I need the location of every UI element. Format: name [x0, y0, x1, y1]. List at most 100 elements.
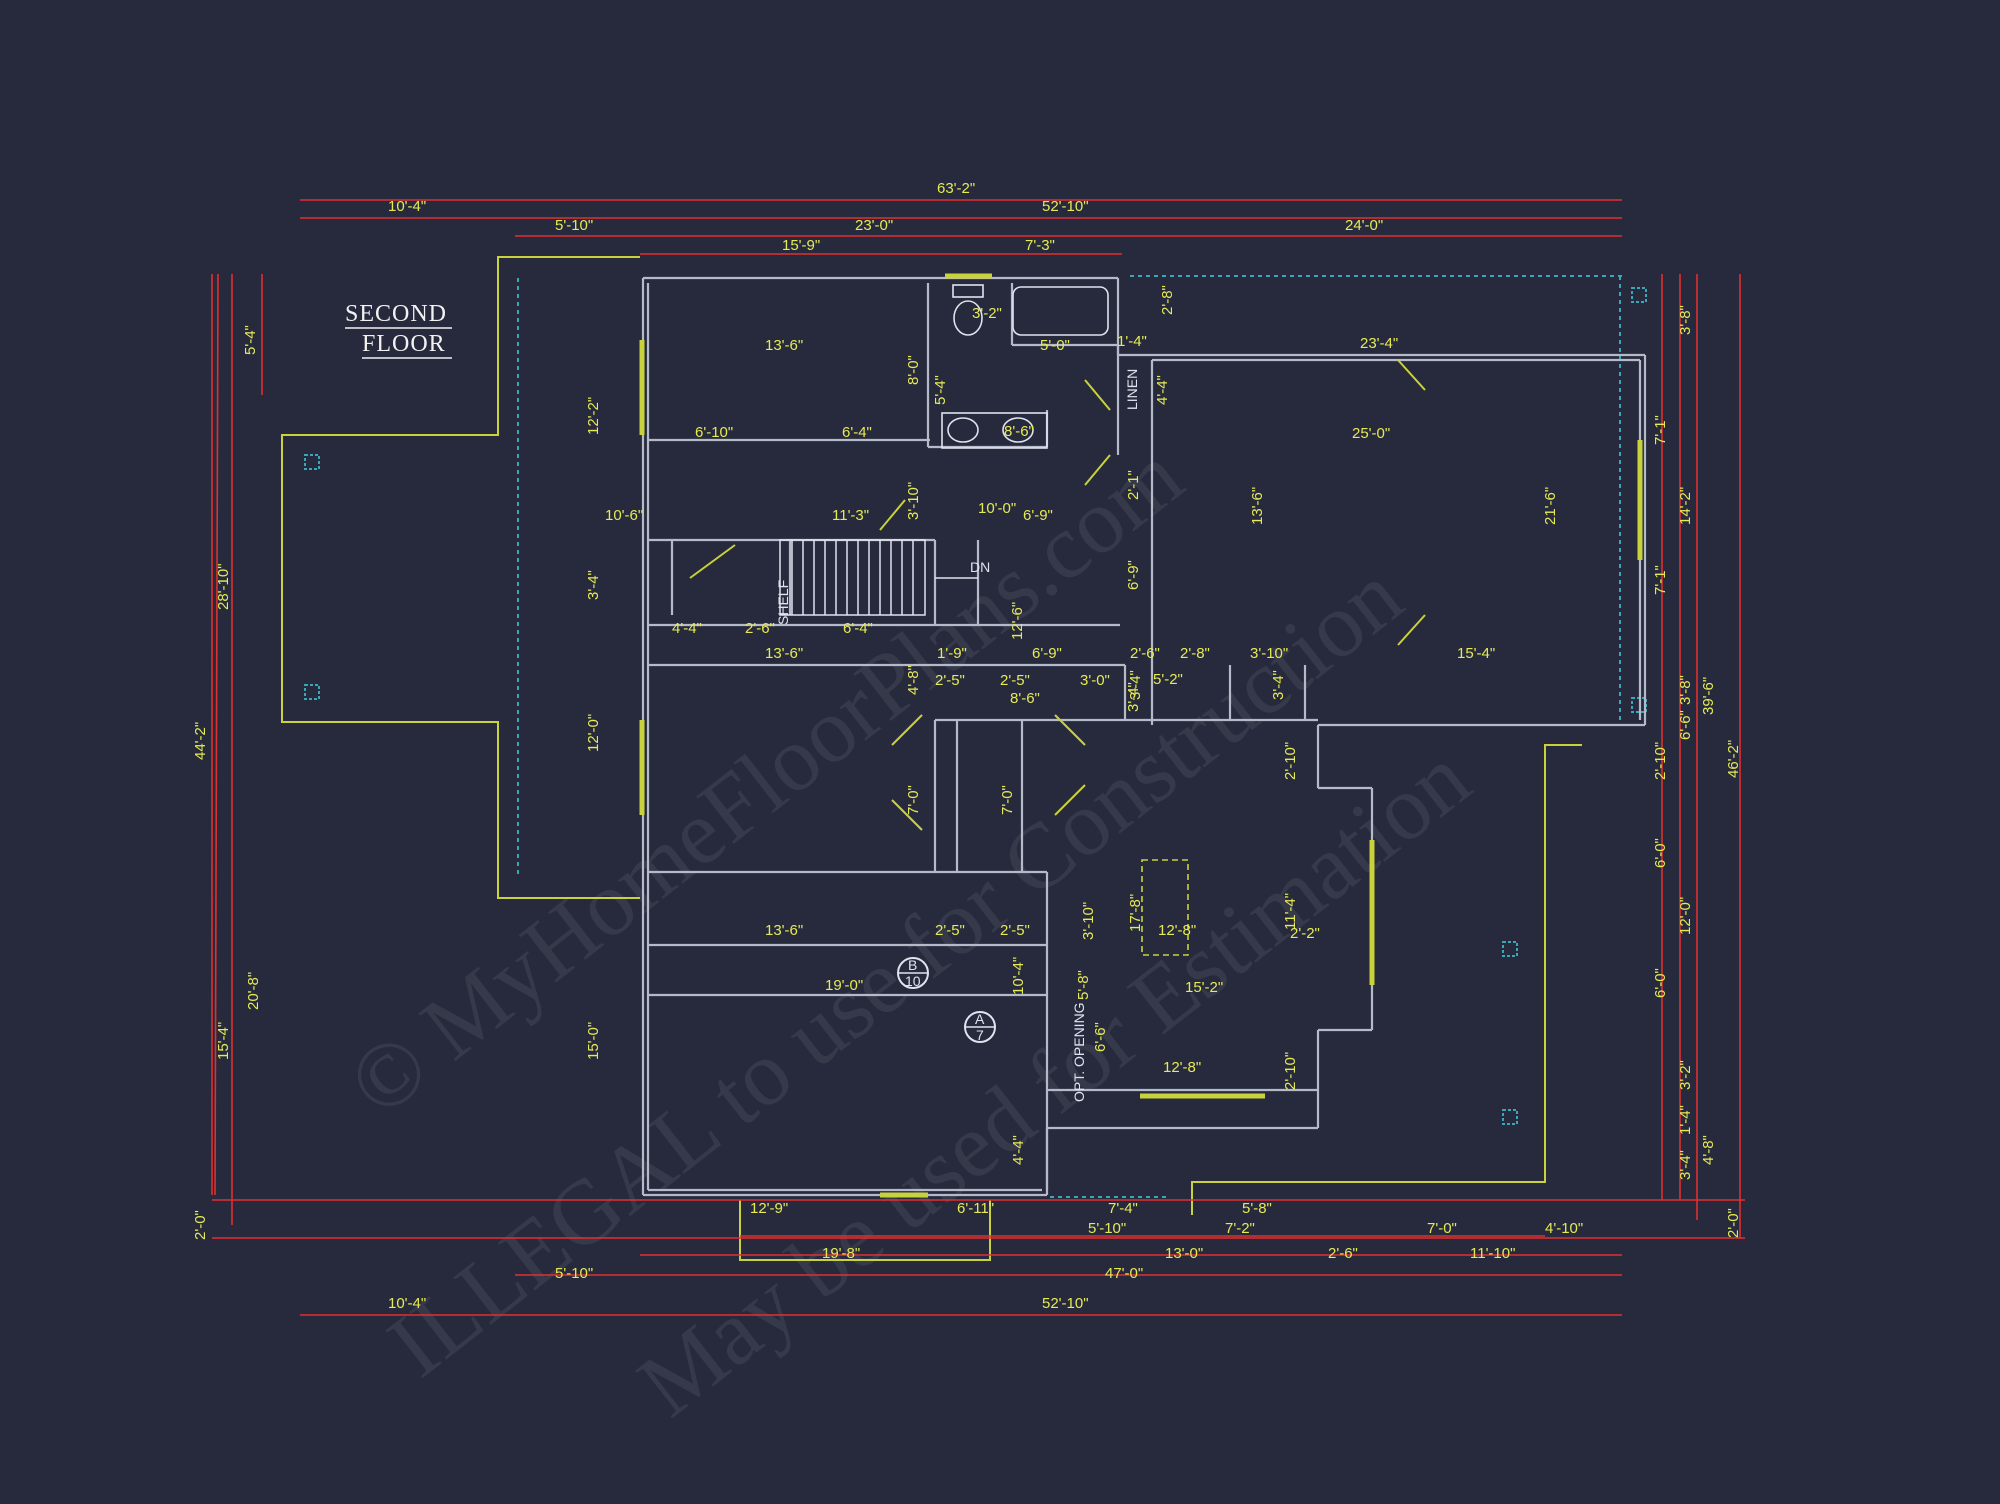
dimension-label-bottom: 6'-11": [957, 1200, 994, 1217]
dimension-label-interior: 17'-8": [1127, 894, 1144, 932]
dimension-label-bottom: 7'-4": [1108, 1200, 1138, 1217]
dimension-label-bottom: 11'-10": [1470, 1245, 1515, 1262]
dimension-label-interior: 10'-6": [605, 507, 643, 524]
dimension-label-bottom: 13'-0": [1165, 1245, 1203, 1262]
door-leaf: [1397, 614, 1426, 646]
roof-drain-marker: [304, 454, 320, 470]
dimension-label-top: 52'-10": [1042, 198, 1089, 215]
dimension-label-interior: 4'-4": [1154, 375, 1171, 405]
dimension-label-interior: 11'-4": [1282, 893, 1299, 930]
dimension-label-bottom: 5'-8": [1242, 1200, 1272, 1217]
dimension-label-right: 46'-2": [1725, 740, 1742, 778]
dimension-label-right: 3'-2": [1677, 1060, 1694, 1090]
roof-drain-marker: [304, 684, 320, 700]
dimension-label-interior: 6'-10": [695, 424, 733, 441]
dimension-labels: 63'-2"10'-4"52'-10"5'-10"23'-0"24'-0"15'…: [192, 180, 1742, 1312]
dimension-label-right: 6'-6": [1677, 710, 1694, 740]
dimension-label-left: 15'-4": [215, 1022, 232, 1060]
shelf-label: SHELF: [775, 580, 791, 625]
dimension-label-interior: 19'-0": [825, 977, 863, 994]
dimension-label-right: 39'-6": [1700, 677, 1717, 715]
dimension-label-interior: 8'-0": [905, 355, 922, 385]
dimension-label-bottom: 2'-6": [1328, 1245, 1358, 1262]
dimension-label-interior: 4'-8": [905, 665, 922, 695]
dimension-label-interior: 2'-5": [1000, 922, 1030, 939]
dimension-label-right: 3'-8": [1677, 675, 1694, 705]
roof-outline-left: [281, 256, 640, 899]
dimension-label-interior: 13'-6": [1249, 487, 1266, 525]
staircase: [779, 539, 978, 616]
section-marker-a: A 7: [964, 1011, 996, 1043]
dimension-label-bottom: 4'-10": [1545, 1220, 1583, 1237]
dimension-label-bottom: 7'-2": [1225, 1220, 1255, 1237]
door-leaf: [879, 499, 906, 531]
dimension-label-interior: 6'-9": [1032, 645, 1062, 662]
dimension-label-interior: 6'-4": [842, 424, 872, 441]
dimension-label-bottom: 47'-0": [1105, 1265, 1143, 1282]
dimension-label-interior: 3'-4": [1270, 670, 1287, 700]
dimension-label-right: 2'-0": [1725, 1208, 1742, 1238]
section-marker-b: B 10: [897, 957, 929, 989]
dimension-label-interior: 8'-6": [1010, 690, 1040, 707]
dimension-label-interior: 3'-10": [1080, 902, 1097, 940]
dimension-label-interior: 13'-6": [765, 645, 803, 662]
bath-dimension-label: 10'-0": [978, 500, 1016, 517]
dimension-label-interior: 2'-10": [1282, 1052, 1299, 1090]
linen-closet-label: LINEN: [1124, 369, 1140, 410]
dimension-label-interior: 5'-2": [1153, 671, 1183, 688]
dimension-label-top: 63'-2": [937, 180, 975, 197]
dimension-label-right: 14'-2": [1677, 487, 1694, 525]
dimension-label-interior: 23'-4": [1360, 335, 1398, 352]
dimension-label-top: 7'-3": [1025, 237, 1055, 254]
dimension-label-interior: 7'-0": [999, 785, 1016, 815]
dimension-label-right: 3'-4": [1677, 1150, 1694, 1180]
dimension-label-bottom: 5'-10": [1088, 1220, 1126, 1237]
dimension-label-interior: 2'-5": [935, 672, 965, 689]
dimension-label-interior: 15'-2": [1185, 979, 1223, 996]
dimension-label-interior: 3'-10": [1250, 645, 1288, 662]
section-marker-a-letter: A: [975, 1011, 985, 1027]
door-leaf: [1084, 379, 1111, 411]
sink: [947, 417, 979, 443]
staircase-outline: [779, 539, 926, 616]
door-leaf: [1084, 454, 1111, 486]
dimension-label-interior: 2'-1": [1125, 470, 1142, 500]
stair-down-label: DN: [970, 559, 990, 575]
dimension-label-bottom: 12'-9": [750, 1200, 788, 1217]
dimension-label-bottom: 19'-8": [822, 1245, 860, 1262]
dimension-label-top: 15'-9": [782, 237, 820, 254]
dimension-label-left: 15'-0": [585, 1022, 602, 1060]
dimension-label-top: 23'-0": [855, 217, 893, 234]
dimension-label-interior: 13'-6": [765, 922, 803, 939]
dimension-label-right: 2'-10": [1652, 742, 1669, 780]
dimension-label-left: 12'-0": [585, 714, 602, 752]
dimension-label-right: 6'-0": [1652, 838, 1669, 868]
dimension-label-right: 1'-4": [1677, 1105, 1694, 1135]
dimension-label-bottom: 7'-0": [1427, 1220, 1457, 1237]
bathtub: [1012, 286, 1109, 336]
floor-title-line-2: FLOOR: [362, 331, 446, 357]
roof-outline: [281, 256, 1647, 1261]
dimension-label-interior: 21'-6": [1542, 487, 1559, 525]
dimension-lines: [211, 199, 1745, 1316]
dimension-label-left: 28'-10": [215, 563, 232, 610]
roof-drain-marker: [1502, 941, 1518, 957]
dimension-label-interior: 6'-9": [1125, 560, 1142, 590]
dimension-label-left: 44'-2": [192, 722, 209, 760]
dimension-label-top: 5'-10": [555, 217, 593, 234]
dimension-label-right: 12'-0": [1677, 897, 1694, 935]
dimension-label-interior: 13'-6": [765, 337, 803, 354]
dimension-label-interior: 2'-5": [935, 922, 965, 939]
dimension-label-bottom: 5'-10": [555, 1265, 593, 1282]
dimension-label-bottom: 10'-4": [388, 1295, 426, 1312]
dimension-label-interior: 6'-6": [1092, 1022, 1109, 1052]
door-leaf: [1054, 784, 1086, 816]
dimension-label-top: 10'-4": [388, 198, 426, 215]
dimension-label-interior: 10'-4": [1010, 957, 1027, 995]
section-marker-b-number: 10: [905, 973, 921, 989]
dimension-label-interior: 3'-2": [972, 305, 1002, 322]
dimension-label-interior: 2'-6": [745, 620, 775, 637]
dimension-label-right: 6'-0": [1652, 968, 1669, 998]
dimension-label-interior: 6'-4": [843, 620, 873, 637]
